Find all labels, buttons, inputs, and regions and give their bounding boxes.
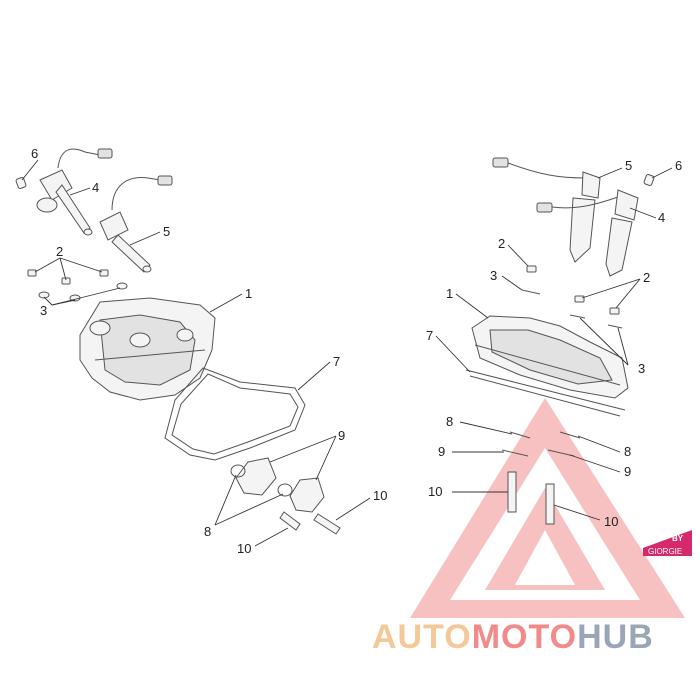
label-right-2a: 2 xyxy=(498,236,505,251)
ignition-coil-left-4 xyxy=(36,148,113,236)
label-right-8a: 8 xyxy=(446,414,453,429)
spark-plugs-left-10 xyxy=(279,511,341,535)
label-right-1: 1 xyxy=(446,286,453,301)
label-right-5: 5 xyxy=(625,158,632,173)
callout-numbers: 6 4 5 2 3 1 7 9 8 10 10 5 6 4 2 3 2 1 7 … xyxy=(31,146,682,556)
badge-line2: GIORGIE xyxy=(648,547,682,556)
label-right-8b: 8 xyxy=(624,444,631,459)
spark-plugs-right-10 xyxy=(507,471,555,525)
watermark-hub: HUB xyxy=(577,618,654,656)
label-left-10b: 10 xyxy=(373,488,387,503)
watermark-wordmark: AUTOMOTOHUB xyxy=(372,618,654,656)
label-right-7: 7 xyxy=(426,328,433,343)
label-left-9: 9 xyxy=(338,428,345,443)
leader-lines xyxy=(21,159,673,547)
gasket-right-7 xyxy=(465,369,626,417)
label-left-1: 1 xyxy=(245,286,252,301)
label-right-10a: 10 xyxy=(428,484,442,499)
ignition-coil-right-5 xyxy=(492,157,601,263)
o-rings-right-8 xyxy=(509,431,581,439)
label-left-2: 2 xyxy=(56,244,63,259)
label-right-9b: 9 xyxy=(624,464,631,479)
label-right-3a: 3 xyxy=(490,268,497,283)
ignition-coil-right-4 xyxy=(536,189,639,277)
label-right-3b: 3 xyxy=(638,361,645,376)
o-rings-left-8 xyxy=(230,464,293,497)
label-right-2b: 2 xyxy=(643,270,650,285)
label-left-7: 7 xyxy=(333,354,340,369)
left-cylinder-head-cover xyxy=(15,148,341,535)
screws-and-washers-left xyxy=(27,269,128,302)
watermark-triangle-inner xyxy=(450,448,640,600)
watermark-triangle-hole xyxy=(515,530,575,585)
label-left-4: 4 xyxy=(92,180,99,195)
badge-line1: BY xyxy=(672,534,684,543)
label-right-10b: 10 xyxy=(604,514,618,529)
ignition-coil-left-5 xyxy=(99,175,173,273)
screws-right xyxy=(521,265,623,329)
label-left-8: 8 xyxy=(204,524,211,539)
giorgie-badge: BY GIORGIE xyxy=(643,530,692,556)
label-right-9a: 9 xyxy=(438,444,445,459)
label-left-5: 5 xyxy=(163,224,170,239)
seals-right-9 xyxy=(501,449,575,457)
label-right-6: 6 xyxy=(675,158,682,173)
label-left-3: 3 xyxy=(40,303,47,318)
label-right-4: 4 xyxy=(658,210,665,225)
valve-cover-left-1 xyxy=(79,297,216,401)
label-left-10a: 10 xyxy=(237,541,251,556)
label-left-6: 6 xyxy=(31,146,38,161)
watermark-auto: AUTO xyxy=(372,618,472,656)
gasket-left-7 xyxy=(164,367,306,461)
plug-seals-left-9 xyxy=(235,457,325,513)
bolt-6-left xyxy=(15,176,27,190)
right-cylinder-head-cover xyxy=(465,157,655,525)
bolt-6-right xyxy=(643,173,655,187)
valve-cover-right-1 xyxy=(471,315,629,399)
svg-text:AUTOMOTOHUB: AUTOMOTOHUB xyxy=(372,618,654,656)
watermark-moto: MOTO xyxy=(472,618,577,656)
